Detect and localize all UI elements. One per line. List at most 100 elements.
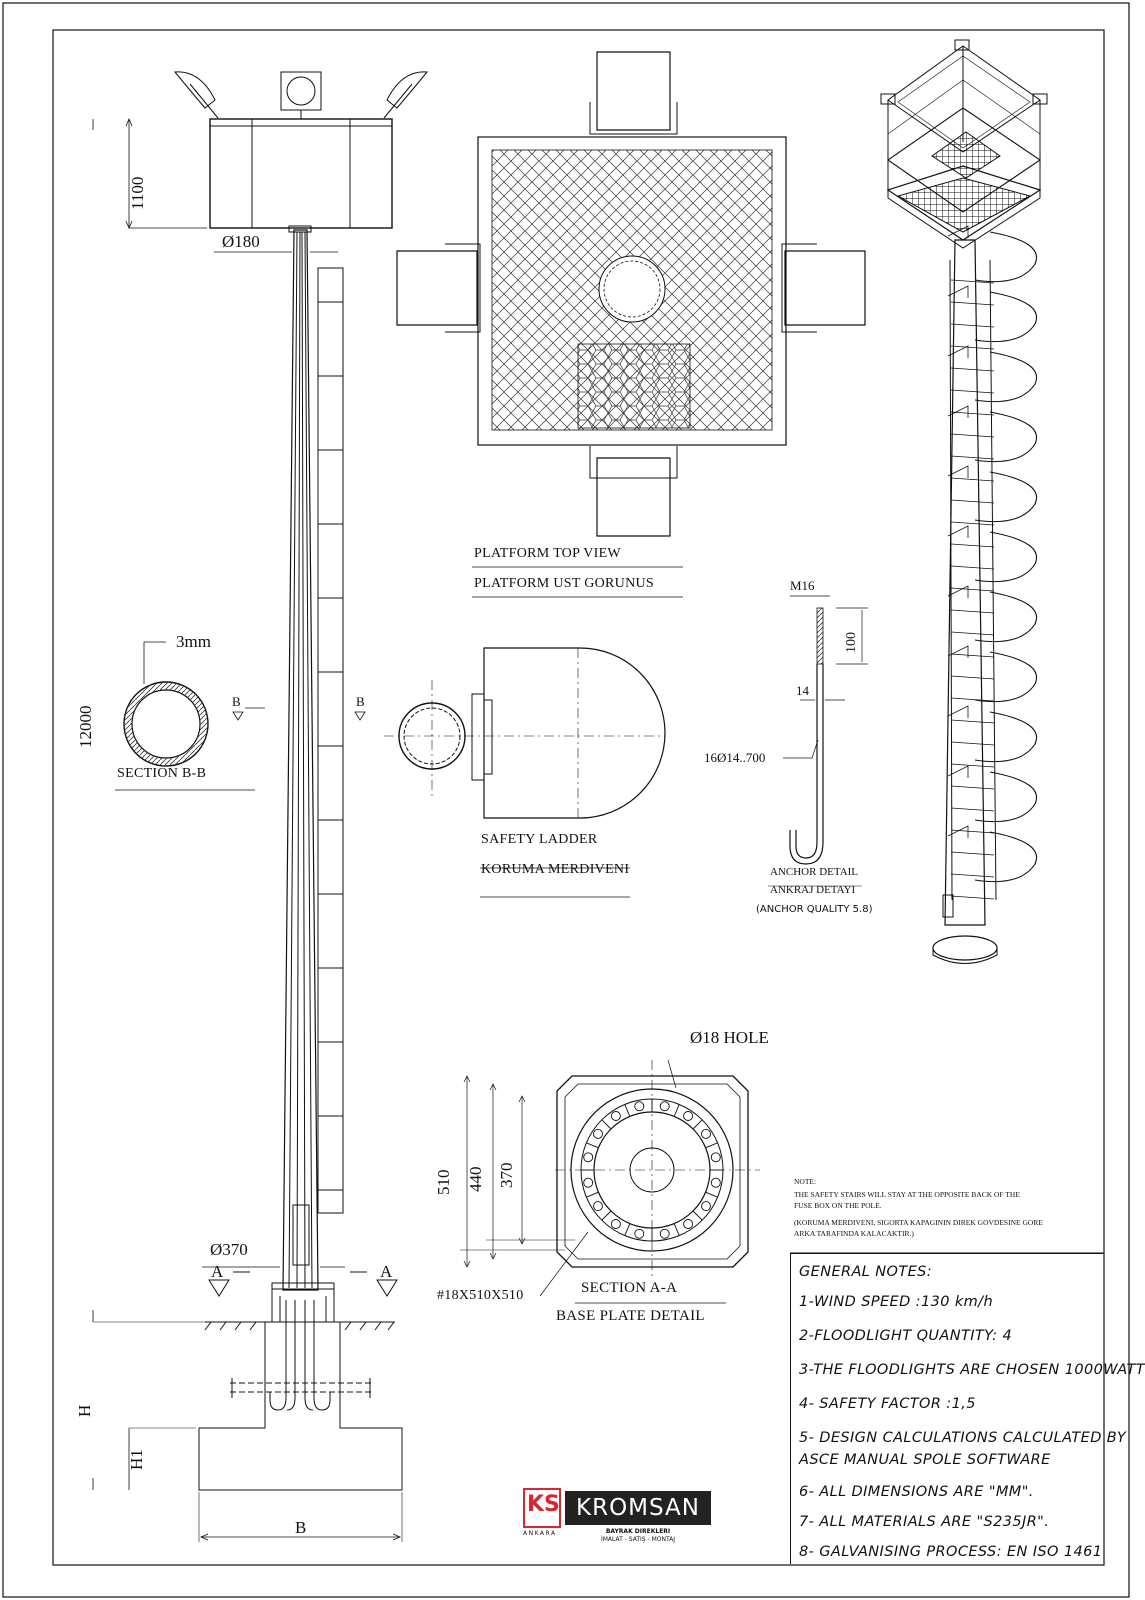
- iso-ladder-rung: [950, 587, 995, 592]
- bolt-hole: [634, 1228, 645, 1239]
- stiffener-rib: [705, 1142, 718, 1149]
- anchor-m16: M16: [790, 578, 815, 593]
- dim-b: B: [295, 1518, 307, 1537]
- hoop-bracket: [947, 645, 969, 658]
- bolt-hole: [659, 1228, 670, 1239]
- general-notes-box: GENERAL NOTES: 1-WIND SPEED :130 km/h 2-…: [790, 1253, 1145, 1564]
- logo-subtitle-1: BAYRAK DIREKLERI: [605, 1528, 671, 1535]
- anchor-dim-100: 100: [844, 632, 859, 653]
- iso-ladder-rung: [950, 763, 995, 768]
- floodlight-center: [280, 71, 322, 119]
- general-note-6: 6- ALL DIMENSIONS ARE "MM".: [799, 1484, 1034, 1500]
- bolt-hole: [634, 1101, 645, 1112]
- base-plate-drawing: [460, 1059, 760, 1304]
- general-note-4: 4- SAFETY FACTOR :1,5: [799, 1396, 976, 1412]
- iso-ladder-rung: [950, 301, 995, 306]
- dim-510: 510: [434, 1169, 453, 1196]
- iso-ladder-rung: [950, 411, 995, 416]
- iso-ladder-rung: [950, 741, 995, 746]
- general-note-1: 1-WIND SPEED :130 km/h: [799, 1294, 994, 1310]
- dim-d370: Ø370: [210, 1240, 248, 1259]
- note-line-1: THE SAFETY STAIRS WILL STAY AT THE OPPOS…: [794, 1190, 1020, 1199]
- dim-h: H: [75, 1404, 94, 1417]
- note-line-4: ARKA TARAFINDA KALACAKTIR.): [794, 1229, 914, 1238]
- iso-ladder-rung: [950, 323, 995, 328]
- dim-h1: H1: [127, 1449, 146, 1470]
- general-note-5: 5- DESIGN CALCULATIONS CALCULATED BY: [799, 1430, 1127, 1446]
- ladder-hoop: [974, 711, 1037, 763]
- logo-name: KROMSAN: [565, 1491, 711, 1525]
- section-a-mark-right: A: [380, 1262, 393, 1281]
- stiffener-rib: [601, 1119, 612, 1130]
- dim-1100: 1100: [128, 176, 147, 210]
- hoop-bracket: [947, 465, 969, 478]
- plate-spec: #18X510X510: [437, 1288, 524, 1303]
- hoop-bracket: [947, 705, 969, 718]
- logo-mark: KS: [523, 1488, 561, 1528]
- stiffener-rib: [673, 1104, 680, 1117]
- ladder-hoop: [974, 651, 1037, 703]
- stiffener-rib: [692, 1119, 703, 1130]
- hoop-bracket: [947, 525, 969, 538]
- dim-3mm: 3mm: [176, 632, 211, 651]
- iso-ladder-rung: [950, 631, 995, 636]
- iso-ladder-rung: [950, 675, 995, 680]
- iso-ladder-rung: [950, 389, 995, 394]
- anchor-quality: (ANCHOR QUALITY 5.8): [756, 904, 873, 915]
- logo-city: ANKARA: [523, 1530, 557, 1537]
- anchor-detail-drawing: [768, 595, 868, 887]
- iso-ladder-rung: [950, 785, 995, 790]
- ladder-hoop: [974, 831, 1037, 883]
- hoop-bracket: [947, 765, 969, 778]
- base-plate-detail-title: BASE PLATE DETAIL: [556, 1308, 705, 1324]
- isometric-pole-view: [880, 39, 1048, 964]
- hoop-bracket: [947, 405, 969, 418]
- section-bb-drawing: [115, 641, 366, 791]
- hole-label: Ø18 HOLE: [690, 1028, 769, 1047]
- iso-ladder-rung: [950, 873, 995, 878]
- iso-ladder-rung: [950, 543, 995, 548]
- iso-ladder-rung: [950, 433, 995, 438]
- iso-ladder-rung: [950, 895, 995, 900]
- bolt-hole: [593, 1201, 603, 1212]
- general-note-7: 7- ALL MATERIALS ARE "S235JR".: [799, 1514, 1050, 1530]
- iso-ladder-rung: [950, 367, 995, 372]
- stiffener-rib: [586, 1142, 599, 1149]
- dim-d180: Ø180: [222, 232, 260, 251]
- kromsan-logo: KS ANKARA KROMSAN BAYRAK DIREKLERI İMALA…: [523, 1488, 713, 1544]
- iso-ladder-rung: [950, 521, 995, 526]
- iso-ladder-rung: [950, 565, 995, 570]
- section-b-mark-right: B: [356, 694, 365, 709]
- bolt-hole: [710, 1152, 721, 1163]
- general-note-8: 8- GALVANISING PROCESS: EN ISO 1461: [799, 1544, 1103, 1560]
- iso-ladder-rung: [950, 829, 995, 834]
- note-line-2: FUSE BOX ON THE POLE.: [794, 1201, 882, 1210]
- anchor-detail-title: ANCHOR DETAIL: [770, 866, 859, 878]
- note-line-3: (KORUMA MERDIVENI, SIGORTA KAPAGININ DIR…: [794, 1218, 1043, 1227]
- stiffener-rib: [692, 1210, 703, 1221]
- platform-top-view-drawing: [396, 51, 866, 598]
- ladder-rungs: [318, 301, 343, 1191]
- ladder-hoop: [974, 591, 1037, 643]
- iso-ladder-rung: [950, 851, 995, 856]
- ladder-hoop: [974, 231, 1037, 283]
- safety-ladder-drawing: [384, 647, 666, 898]
- floodlight-left: [174, 71, 219, 119]
- bolt-hole: [610, 1219, 621, 1229]
- general-note-2: 2-FLOODLIGHT QUANTITY: 4: [799, 1328, 1013, 1344]
- dim-12000: 12000: [76, 705, 95, 749]
- platform-top-view-title: PLATFORM TOP VIEW: [474, 546, 621, 561]
- general-note-5-cont: ASCE MANUAL SPOLE SOFTWARE: [799, 1452, 1051, 1468]
- ladder-hoop: [974, 291, 1037, 343]
- stiffener-rib: [673, 1223, 680, 1236]
- hoop-bracket: [947, 225, 969, 238]
- bolt-hole: [683, 1219, 694, 1229]
- ladder-hoops: [947, 225, 1037, 900]
- ladder-hoop: [974, 351, 1037, 403]
- bolt-holes: [581, 1099, 723, 1241]
- stiffener-rib: [705, 1191, 718, 1198]
- stiffener-rib: [624, 1223, 631, 1236]
- anchor-spec: 16Ø14..700: [704, 750, 766, 765]
- ladder-hoop: [974, 531, 1037, 583]
